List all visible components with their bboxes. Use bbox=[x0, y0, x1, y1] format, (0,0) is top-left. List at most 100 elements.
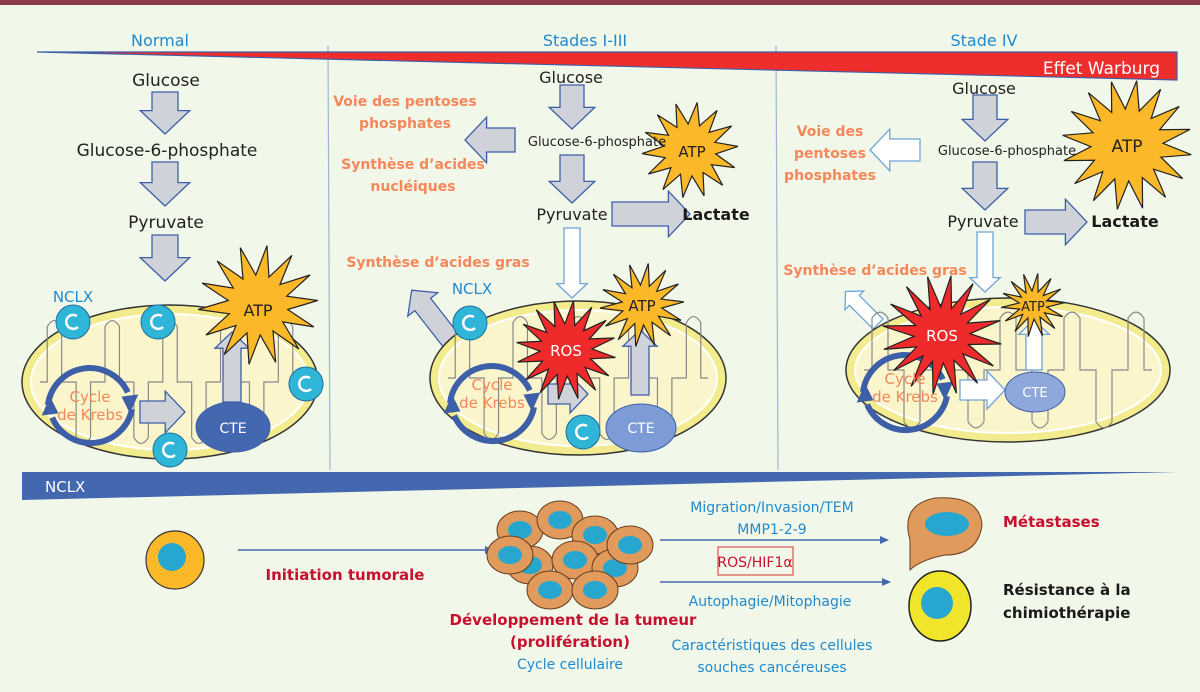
nclx-gradient-wedge bbox=[22, 472, 1177, 500]
cte-electron-transport-chain bbox=[195, 401, 271, 453]
nclx-rotation-icon bbox=[149, 313, 164, 331]
glucose-label: Glucose bbox=[539, 68, 603, 87]
krebs-cycle-arrow-icon bbox=[447, 363, 533, 404]
pentose-phosphate-label: phosphates bbox=[359, 116, 451, 132]
column-title-stages-1-3: Stades I-III bbox=[543, 31, 627, 50]
migration-label: Migration/Invasion/TEM bbox=[690, 500, 853, 516]
cell-nucleus-icon bbox=[538, 581, 562, 599]
pathway-arrow-icon bbox=[547, 154, 597, 204]
nclx-exchanger-icon bbox=[55, 304, 91, 340]
stem-cell-label: souches cancéreuses bbox=[697, 660, 846, 676]
resistance-label: Résistance à la bbox=[1003, 581, 1131, 599]
ros-label: ROS bbox=[926, 327, 958, 345]
cell-nucleus-icon bbox=[603, 559, 627, 577]
atp-burst-icon bbox=[599, 263, 685, 347]
cell-nucleus-icon bbox=[618, 536, 642, 554]
nclx-label: NCLX bbox=[53, 288, 93, 306]
glucose-label: Glucose bbox=[952, 79, 1016, 98]
atp-label: ATP bbox=[1021, 300, 1045, 315]
atp-label: ATP bbox=[1112, 137, 1143, 157]
autophagy-label: Autophagie/Mitophagie bbox=[689, 594, 852, 610]
krebs-cycle-arrowhead-icon bbox=[523, 392, 541, 412]
warburg-gradient-wedge bbox=[36, 51, 1178, 81]
resistance-label: chimiothérapie bbox=[1003, 604, 1130, 622]
nclx-rotation-icon bbox=[64, 313, 79, 331]
pentose-phosphate-label: pentoses bbox=[794, 146, 866, 162]
development-label: Développement de la tumeur bbox=[450, 611, 697, 629]
pentose-phosphate-label: Voie des bbox=[797, 124, 864, 140]
pentose-phosphate-label: phosphates bbox=[784, 168, 876, 184]
atp-label: ATP bbox=[678, 143, 705, 161]
pyruvate-label: Pyruvate bbox=[536, 205, 607, 224]
nclx-rotation-icon bbox=[161, 441, 176, 459]
initiation-label: Initiation tumorale bbox=[266, 566, 425, 584]
nclx-label: NCLX bbox=[452, 280, 492, 298]
cell-nucleus-icon bbox=[921, 587, 953, 619]
g6p-label: Glucose-6-phosphate bbox=[528, 135, 666, 150]
krebs-cycle-arrow-icon bbox=[451, 406, 537, 445]
pathway-arrow-icon bbox=[555, 227, 589, 299]
pathway-arrow-icon bbox=[844, 290, 884, 330]
cell-nucleus-icon bbox=[498, 546, 522, 564]
stem-cell-label: Caractéristiques des cellules bbox=[672, 638, 873, 654]
nclx-exchanger-icon bbox=[565, 414, 601, 450]
nclx-gradient-label: NCLX bbox=[45, 478, 85, 496]
lactate-label: Lactate bbox=[1091, 212, 1159, 231]
nclx-rotation-icon bbox=[574, 423, 589, 441]
krebs-cycle-arrowhead-icon bbox=[41, 396, 59, 416]
krebs-cycle-label: de Krebs bbox=[459, 394, 525, 412]
nucleic-acid-synthesis-label: nucléiques bbox=[370, 179, 455, 195]
warburg-label: Effet Warburg bbox=[1043, 59, 1160, 79]
atp-label: ATP bbox=[243, 301, 272, 320]
krebs-cycle-arrow-icon bbox=[45, 365, 131, 406]
atp-label: ATP bbox=[628, 297, 655, 315]
ros-hif-label: ROS/HIF1α bbox=[717, 555, 792, 571]
nclx-rotation-icon bbox=[461, 314, 476, 332]
krebs-cycle-arrow-icon bbox=[864, 395, 950, 434]
pyruvate-label: Pyruvate bbox=[128, 213, 204, 233]
cte-label: CTE bbox=[627, 421, 654, 437]
cell-nucleus-icon bbox=[508, 521, 532, 539]
cell-nucleus-icon bbox=[563, 551, 587, 569]
krebs-cycle-arrowhead-icon bbox=[443, 394, 461, 414]
krebs-cycle-arrow-icon bbox=[49, 408, 135, 447]
arrowhead-icon bbox=[882, 578, 891, 586]
cte-label: CTE bbox=[219, 421, 246, 437]
lactate-label: Lactate bbox=[682, 205, 750, 224]
pathway-arrow-icon bbox=[611, 189, 691, 239]
top-border bbox=[0, 0, 1200, 5]
pathway-arrow-icon bbox=[213, 331, 251, 403]
nclx-rotation-icon bbox=[297, 375, 312, 393]
pathway-arrow-icon bbox=[869, 127, 921, 173]
glucose-label: Glucose bbox=[132, 71, 200, 91]
column-title-normal: Normal bbox=[131, 31, 189, 50]
ros-label: ROS bbox=[550, 342, 582, 360]
pathway-arrow-icon bbox=[138, 91, 192, 135]
pathway-arrow-icon bbox=[960, 161, 1010, 211]
pathway-arrow-icon bbox=[960, 94, 1010, 142]
pyruvate-label: Pyruvate bbox=[947, 212, 1018, 231]
pathway-arrow-icon bbox=[139, 389, 186, 435]
nclx-exchanger-icon bbox=[152, 432, 188, 468]
metastases-label: Métastases bbox=[1003, 513, 1100, 531]
cte-electron-transport-chain bbox=[1004, 371, 1066, 413]
pathway-arrow-icon bbox=[464, 115, 516, 165]
cell-nucleus-icon bbox=[925, 512, 969, 536]
pathway-arrow-icon bbox=[138, 161, 192, 207]
ros-hif-box bbox=[717, 546, 794, 576]
column-divider bbox=[775, 45, 779, 471]
krebs-cycle-arrowhead-icon bbox=[856, 383, 874, 403]
pathway-arrow-icon bbox=[138, 234, 192, 282]
cell-cycle-label: Cycle cellulaire bbox=[517, 657, 623, 673]
krebs-cycle-label: Cycle bbox=[472, 376, 513, 394]
fatty-acid-synthesis-label: Synthèse d’acides gras bbox=[346, 255, 529, 271]
pathway-arrow-icon bbox=[959, 369, 1006, 411]
cell-nucleus-icon bbox=[158, 543, 186, 571]
g6p-label: Glucose-6-phosphate bbox=[938, 144, 1076, 159]
mmp-label: MMP1-2-9 bbox=[737, 522, 806, 538]
pathway-arrow-icon bbox=[621, 329, 659, 396]
krebs-cycle-arrowhead-icon bbox=[936, 381, 954, 401]
nclx-exchanger-icon bbox=[452, 305, 488, 341]
ros-burst-icon bbox=[516, 300, 616, 400]
